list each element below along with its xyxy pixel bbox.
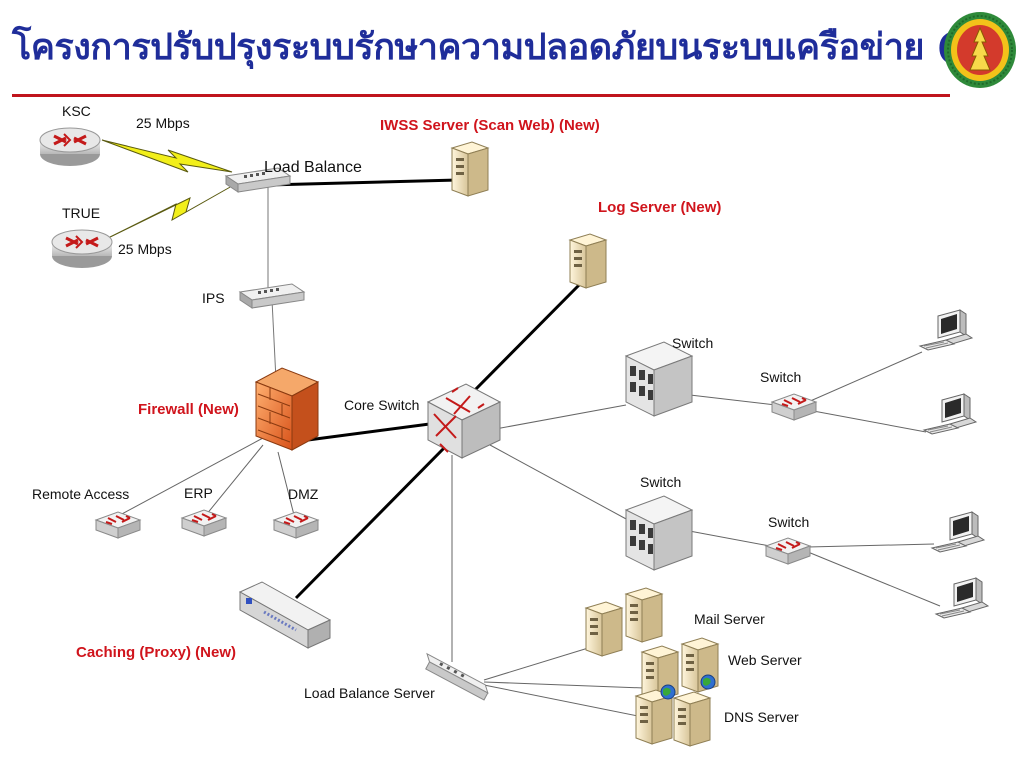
load-balance-server-hub-icon (425, 652, 489, 701)
firewall-label: Firewall (New) (138, 401, 239, 418)
caching-proxy-appliance-icon (238, 581, 332, 649)
iwss-server-icon (451, 141, 489, 197)
links (119, 178, 941, 719)
university-seal-icon (944, 12, 1016, 88)
top-access-switch-icon (771, 393, 817, 421)
remote-access-label: Remote Access (32, 486, 129, 502)
core-switch-icon (426, 383, 502, 459)
log-server-label: Log Server (New) (598, 199, 721, 216)
ksc-bandwidth-label: 25 Mbps (136, 115, 190, 131)
workstation-3-icon (931, 511, 985, 553)
mail-server-2-icon (625, 587, 663, 643)
bottom-access-switch-label: Switch (768, 514, 809, 530)
dns-server-label: DNS Server (724, 709, 799, 725)
iwss-server-label: IWSS Server (Scan Web) (New) (380, 117, 600, 134)
web-server-label: Web Server (728, 652, 802, 668)
top-access-switch-label: Switch (760, 369, 801, 385)
true-bandwidth-label: 25 Mbps (118, 241, 172, 257)
mail-server-1-icon (585, 601, 623, 657)
ips-label: IPS (202, 290, 225, 306)
dmz-label: DMZ (288, 486, 319, 502)
top-distribution-switch-label: Switch (672, 335, 713, 351)
bottom-access-switch-icon (765, 537, 811, 565)
caching-proxy-label: Caching (Proxy) (New) (76, 644, 236, 661)
workstation-2-icon (923, 393, 977, 435)
erp-switch-icon (181, 509, 227, 537)
true-link-lightning (103, 185, 233, 241)
mail-server-label: Mail Server (694, 611, 765, 627)
true-router-icon (50, 228, 114, 270)
dmz-switch-icon (273, 511, 319, 539)
log-server-icon (569, 233, 607, 289)
ksc-router-icon (38, 126, 102, 168)
ksc-link-lightning (101, 139, 233, 173)
dns-server-2-icon (673, 691, 711, 747)
core-switch-label: Core Switch (344, 397, 419, 413)
load-balance-label: Load Balance (264, 159, 362, 176)
title-divider (12, 94, 950, 97)
remote-access-switch-icon (95, 511, 141, 539)
top-distribution-switch-icon (625, 341, 693, 417)
workstation-1-icon (919, 309, 973, 351)
web-globe-icon (700, 674, 716, 690)
bottom-distribution-switch-icon (625, 495, 693, 571)
bottom-distribution-switch-label: Switch (640, 474, 681, 490)
ips-device-icon (239, 283, 305, 309)
load-balance-server-label: Load Balance Server (304, 685, 435, 701)
workstation-4-icon (935, 577, 989, 619)
firewall-icon (254, 367, 320, 451)
web-globe-icon (660, 684, 676, 700)
ksc-label: KSC (62, 103, 91, 119)
erp-label: ERP (184, 485, 213, 501)
page-title: โครงการปรับปรุงระบบรักษาความปลอดภัยบนระบ… (12, 26, 1014, 68)
true-label: TRUE (62, 205, 100, 221)
